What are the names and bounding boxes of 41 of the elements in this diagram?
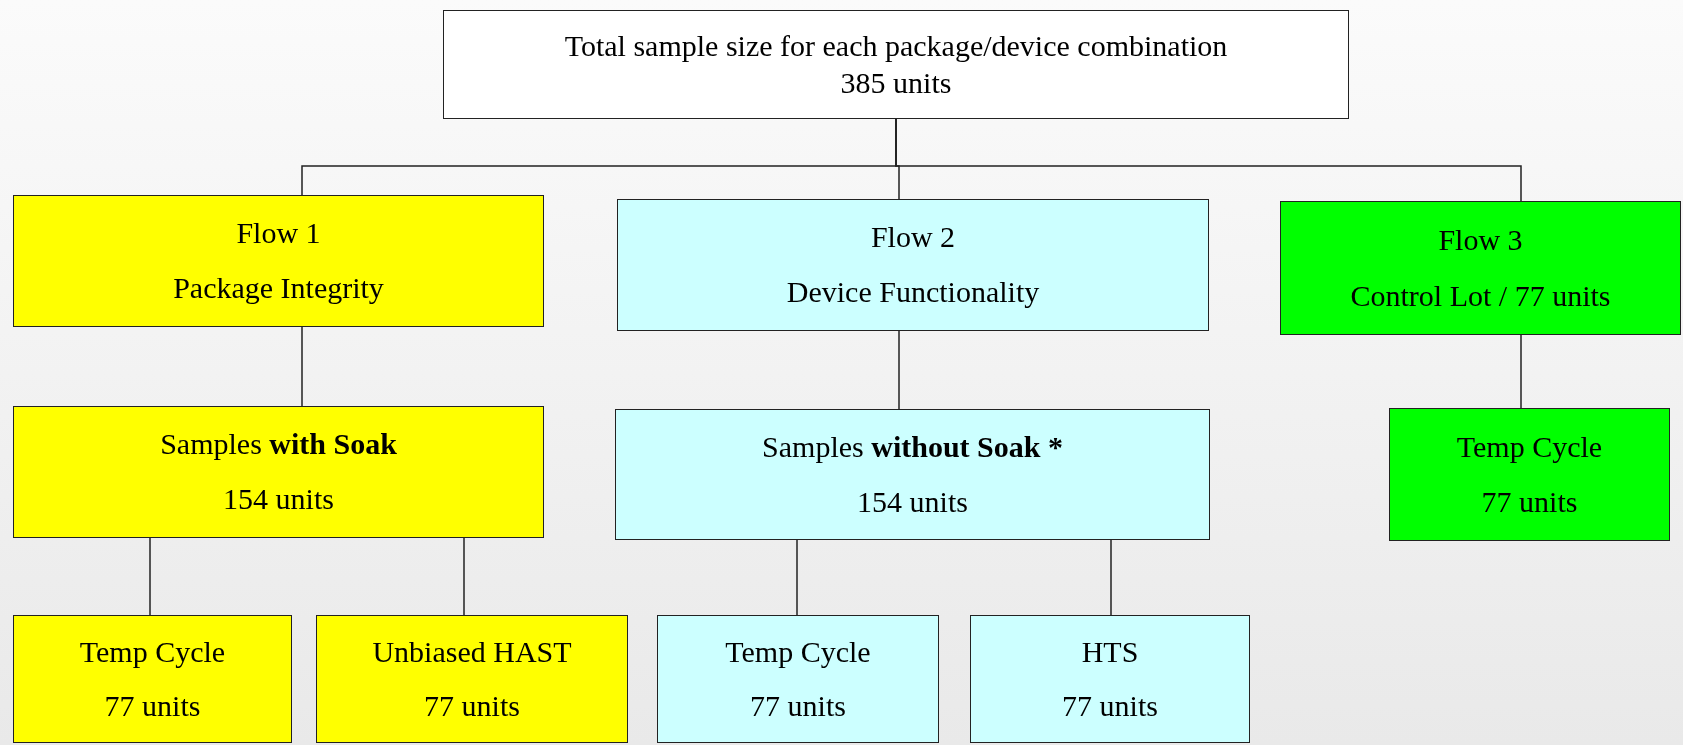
- box-subtitle: 154 units: [223, 482, 334, 517]
- box-title: Samples without Soak *: [762, 430, 1063, 465]
- connector-line: [1110, 539, 1112, 616]
- box-title: Flow 1: [236, 216, 321, 251]
- process-box: [1389, 408, 1670, 541]
- process-box: [13, 195, 544, 327]
- process-box: [657, 615, 939, 743]
- box-subtitle: 77 units: [104, 688, 201, 723]
- connector-line: [1520, 334, 1522, 409]
- connector-line: [895, 118, 1522, 202]
- box-subtitle: 77 units: [750, 688, 846, 723]
- process-box: [316, 615, 628, 743]
- box-title: Total sample size for each package/device combination: [564, 29, 1228, 64]
- box-subtitle: Control Lot / 77 units: [1350, 278, 1611, 313]
- box-subtitle: 77 units: [1481, 484, 1578, 520]
- box-subtitle: Package Integrity: [173, 271, 384, 306]
- process-box: [970, 615, 1250, 743]
- box-subtitle: Device Functionality: [786, 275, 1040, 310]
- process-box: [1280, 201, 1681, 335]
- process-box: [617, 199, 1209, 331]
- box-title: Temp Cycle: [725, 635, 871, 670]
- box-subtitle: 77 units: [424, 688, 520, 723]
- box-title: HTS: [1081, 635, 1139, 670]
- box-title: Temp Cycle: [79, 635, 226, 670]
- process-box: [13, 406, 544, 538]
- connector-line: [796, 539, 798, 616]
- box-subtitle: 154 units: [857, 484, 968, 519]
- process-box: [615, 409, 1210, 540]
- connector-line: [463, 537, 465, 616]
- box-title: Samples with Soak: [160, 427, 397, 462]
- box-title: Temp Cycle: [1456, 429, 1603, 465]
- connector-line: [149, 537, 151, 616]
- box-subtitle: 77 units: [1062, 688, 1158, 723]
- connector-line: [301, 326, 303, 407]
- box-title: Unbiased HAST: [372, 635, 572, 670]
- process-box: [443, 10, 1349, 119]
- connector-line: [898, 330, 900, 410]
- process-box: [13, 615, 292, 743]
- box-title: Flow 2: [870, 220, 956, 255]
- box-title: Flow 3: [1438, 223, 1523, 258]
- box-subtitle: 385 units: [840, 65, 952, 100]
